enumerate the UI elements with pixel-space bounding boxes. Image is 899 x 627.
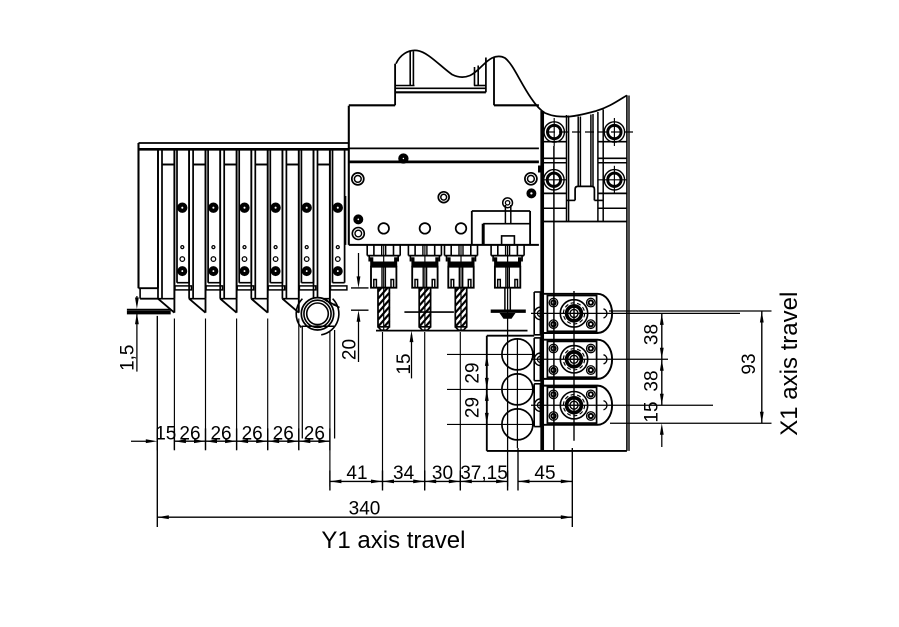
svg-text:34: 34: [393, 463, 415, 484]
svg-text:15: 15: [155, 423, 176, 444]
svg-text:30: 30: [432, 463, 453, 484]
svg-text:38: 38: [642, 324, 663, 345]
svg-text:45: 45: [534, 463, 555, 484]
svg-text:37,15: 37,15: [460, 463, 508, 484]
svg-text:93: 93: [739, 353, 760, 374]
svg-text:26: 26: [210, 423, 231, 444]
svg-text:41: 41: [346, 463, 367, 484]
svg-text:1,5: 1,5: [118, 344, 139, 370]
svg-text:15: 15: [642, 401, 663, 422]
svg-text:26: 26: [242, 423, 263, 444]
svg-text:38: 38: [642, 370, 663, 391]
svg-text:26: 26: [304, 423, 325, 444]
svg-text:26: 26: [273, 423, 294, 444]
svg-text:20: 20: [340, 339, 361, 360]
svg-text:340: 340: [349, 499, 381, 520]
svg-text:29: 29: [463, 397, 484, 418]
svg-text:26: 26: [179, 423, 200, 444]
svg-text:29: 29: [463, 362, 484, 383]
svg-text:15: 15: [394, 353, 415, 374]
svg-text:X1 axis travel: X1 axis travel: [776, 292, 803, 436]
svg-text:Y1 axis travel: Y1 axis travel: [321, 527, 465, 554]
